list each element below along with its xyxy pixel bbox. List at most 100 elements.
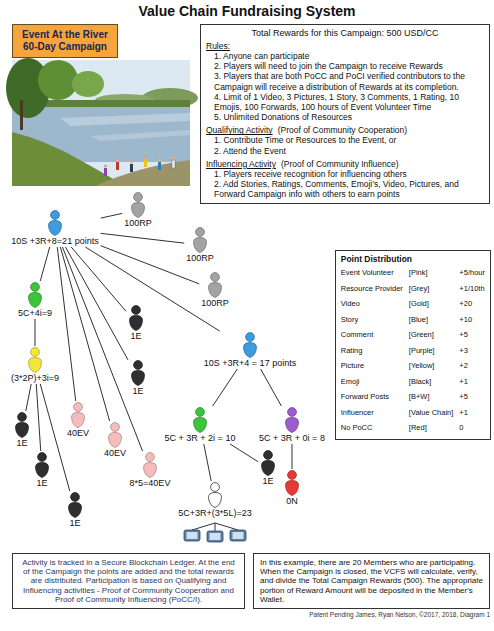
- person-head: [71, 493, 80, 502]
- tablet-screen: [210, 533, 221, 540]
- note-box: In this example, there are 20 Members wh…: [253, 553, 490, 609]
- event-box: Event At the River60-Day Campaign: [12, 24, 118, 58]
- table-cell: +1/10th: [459, 281, 485, 297]
- photo-person: [130, 164, 133, 172]
- rule-text: 2. Add Stories, Ratings, Comments, Emoji…: [214, 179, 459, 199]
- points-label: 0N: [286, 496, 298, 506]
- connector-line: [101, 246, 200, 284]
- person-body: [143, 463, 156, 478]
- person-head: [74, 403, 83, 412]
- person-icon: [142, 452, 158, 478]
- table-cell: +2: [459, 358, 485, 374]
- person-body: [194, 238, 207, 253]
- table-cell: Comment: [341, 327, 403, 343]
- tablet-icon: [184, 530, 200, 541]
- points-label: 1E: [130, 331, 141, 341]
- person-body: [28, 358, 41, 373]
- member-figure: 1E: [128, 359, 148, 397]
- photo-reflection: [60, 113, 190, 126]
- person-body: [132, 203, 145, 218]
- points-label: 1E: [132, 386, 143, 396]
- rule-text: (Proof of Community Influence): [281, 159, 399, 169]
- person-head: [246, 333, 255, 342]
- points-label: 100RP: [201, 298, 229, 308]
- rule-text: 1. Anyone can participate: [214, 51, 309, 61]
- person-icon: [70, 402, 86, 428]
- photo-person: [104, 168, 107, 176]
- event-photo: [6, 58, 198, 186]
- connector-line: [261, 369, 282, 406]
- person-icon: [260, 450, 276, 476]
- person-icon: [27, 282, 43, 308]
- person-head: [31, 348, 40, 357]
- rule-text: Rules:: [206, 41, 230, 51]
- table-heading: Point Distribution: [341, 254, 485, 265]
- person-body: [243, 343, 256, 358]
- person-icon: [284, 407, 300, 433]
- points-label: 100RP: [124, 218, 152, 228]
- table-cell: [Red]: [409, 420, 453, 436]
- photo-person: [116, 158, 119, 161]
- rules-line: 3. Players that are both PoCC and PoCI v…: [206, 71, 484, 91]
- note-text: In this example, there are 20 Members wh…: [260, 558, 483, 604]
- person-icon: [207, 482, 223, 508]
- person-icon: [242, 332, 258, 358]
- person-body: [69, 503, 82, 518]
- photo-person: [158, 158, 161, 161]
- table-cell: [Green]: [409, 327, 453, 343]
- tablet-screen: [187, 532, 198, 539]
- photo-person: [104, 164, 107, 167]
- table-cell: [Purple]: [409, 343, 453, 359]
- person-body: [209, 493, 222, 508]
- person-icon: [107, 422, 123, 448]
- member-figure: 100RP: [122, 191, 154, 229]
- person-icon: [192, 407, 208, 433]
- member-figure: 1E: [32, 451, 52, 489]
- connector-line: [291, 444, 292, 469]
- tablet-group: [184, 523, 246, 542]
- table-cell: [Pink]: [409, 265, 453, 281]
- photo-reflection: [90, 130, 190, 141]
- person-icon: [128, 305, 144, 331]
- event-title: Event At the River: [16, 29, 114, 41]
- table-cell: +10: [459, 312, 485, 328]
- person-icon: [47, 210, 63, 236]
- diagram-title: Value Chain Fundraising System: [0, 3, 494, 19]
- photo-person: [172, 160, 175, 168]
- rule-text: Influencing Activity: [206, 159, 276, 169]
- connector-line: [34, 319, 35, 346]
- person-head: [31, 283, 40, 292]
- person-body: [132, 371, 145, 386]
- points-label: 1E: [262, 476, 273, 486]
- rules-line: 1. Players receive recognition for influ…: [206, 169, 484, 179]
- note-text: Activity is tracked in a Secure Blockcha…: [19, 558, 238, 604]
- member-figure: 0N: [282, 469, 302, 507]
- connector-line: [101, 213, 123, 218]
- photo-person: [116, 162, 119, 170]
- tablet-screen: [233, 532, 244, 539]
- person-icon: [207, 272, 223, 298]
- person-icon: [67, 492, 83, 518]
- table-cell: +1: [459, 405, 485, 421]
- points-label: 100RP: [186, 253, 214, 263]
- points-label: 5C+4i=9: [18, 308, 52, 318]
- event-title: 60-Day Campaign: [16, 41, 114, 53]
- photo-bank: [95, 160, 190, 186]
- points-label: 1E: [16, 438, 27, 448]
- connector-line: [213, 369, 238, 406]
- person-head: [264, 451, 273, 460]
- rules-line: 2. Players will need to join the Campaig…: [206, 61, 484, 71]
- connector-line: [101, 233, 185, 243]
- connector-line: [60, 247, 109, 421]
- photo-person: [158, 162, 161, 170]
- person-body: [130, 316, 143, 331]
- connector-line: [204, 444, 211, 481]
- member-figure: (3*2P)+3i=9: [9, 346, 61, 384]
- photo-person: [144, 159, 147, 167]
- member-figure: 5C+4i=9: [16, 281, 54, 319]
- person-body: [286, 481, 299, 496]
- points-label: 40EV: [104, 448, 126, 458]
- member-figure: 1E: [65, 491, 85, 529]
- points-label: 8*5=40EV: [130, 478, 171, 488]
